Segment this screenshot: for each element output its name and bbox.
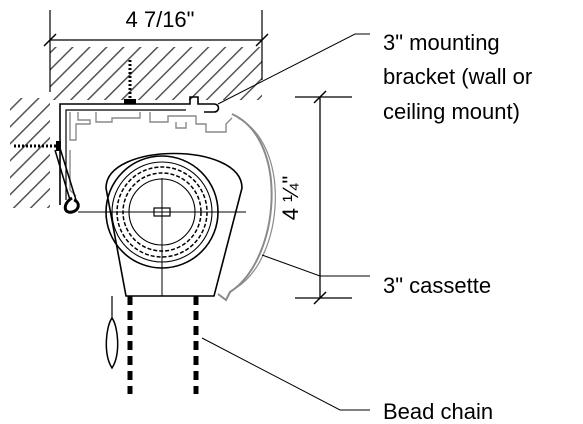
bead-chain: [127, 296, 199, 394]
mounting-surface: [10, 47, 268, 208]
chain-pull-cord: [105, 296, 119, 370]
bead-chain-callout: Bead chain: [383, 399, 493, 424]
chain-guide: [54, 147, 80, 214]
height-dimension-label: 4 ¼": [278, 176, 303, 221]
ceiling-screw: [124, 60, 136, 104]
leader-lines: [201, 33, 370, 411]
cassette-callout: 3" cassette: [383, 273, 491, 298]
bracket-callout-line1: 3" mounting: [383, 30, 500, 55]
width-dimension-label: 4 7/16": [126, 7, 195, 32]
cassette-cover: [217, 113, 276, 302]
bracket-callout-line2: bracket (wall or: [383, 64, 532, 89]
wall-screw: [14, 141, 61, 151]
height-dimension: 4 ¼": [278, 90, 352, 305]
bracket-callout-line3: ceiling mount): [383, 99, 520, 124]
roller-clutch: [78, 152, 246, 297]
width-dimension: 4 7/16": [43, 7, 269, 92]
callout-labels: 3" mounting bracket (wall or ceiling mou…: [383, 30, 532, 424]
